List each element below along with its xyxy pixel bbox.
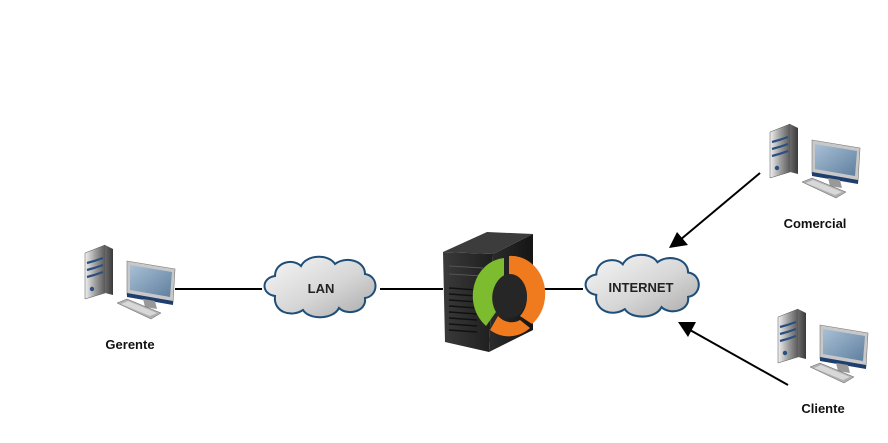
edge-cliente-internet (678, 322, 789, 386)
cliente-label: Cliente (801, 401, 845, 416)
gerente-label: Gerente (105, 337, 155, 352)
internet-label: INTERNET (608, 280, 674, 295)
gerente-computer-icon[interactable] (83, 243, 177, 321)
server-tower-icon[interactable] (443, 232, 546, 352)
edge-comercial-internet (669, 172, 761, 248)
lan-label: LAN (307, 281, 335, 296)
cliente-computer-icon[interactable] (776, 307, 870, 385)
comercial-label: Comercial (783, 216, 847, 231)
comercial-computer-icon[interactable] (768, 122, 862, 200)
